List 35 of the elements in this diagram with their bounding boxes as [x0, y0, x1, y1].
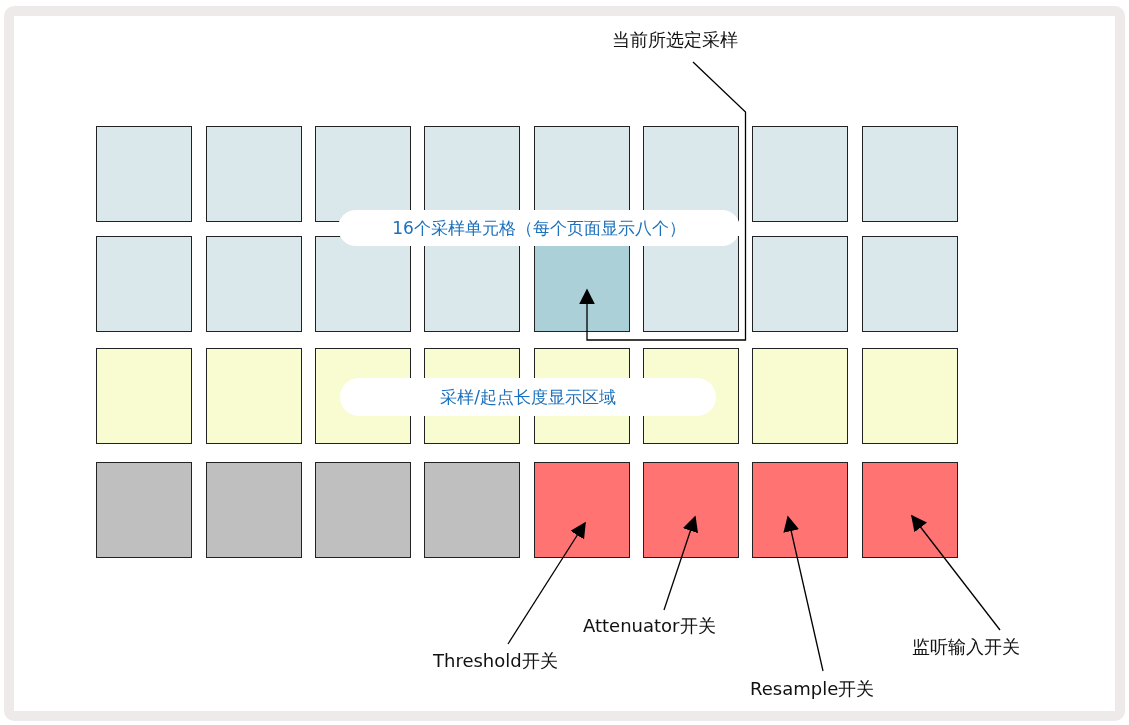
callout-text: 监听输入开关 — [912, 636, 1020, 658]
pad — [643, 236, 739, 332]
arrow — [579, 61, 747, 341]
arrow — [783, 515, 824, 672]
callout-text: 当前所选定采样 — [612, 29, 738, 51]
pad — [315, 126, 411, 222]
pad — [862, 236, 958, 332]
pad — [206, 348, 302, 444]
pad — [752, 236, 848, 332]
pad — [315, 462, 411, 558]
pad — [96, 126, 192, 222]
callout-text: Resample开关 — [750, 678, 875, 700]
pad — [315, 236, 411, 332]
pad — [206, 126, 302, 222]
pad — [96, 236, 192, 332]
region-label-tooltip: 采样/起点长度显示区域 — [340, 378, 716, 416]
callout-text: Attenuator开关 — [583, 615, 716, 637]
pad — [752, 126, 848, 222]
region-label-tooltip: 16个采样单元格（每个页面显示八个） — [338, 210, 740, 246]
pad — [96, 462, 192, 558]
pad — [862, 348, 958, 444]
pad — [643, 462, 739, 558]
pad — [862, 126, 958, 222]
pad — [862, 462, 958, 558]
pad — [752, 462, 848, 558]
pad — [424, 462, 520, 558]
pad — [206, 236, 302, 332]
callout-text: Threshold开关 — [433, 650, 558, 672]
arrow — [911, 514, 1001, 631]
pad — [206, 462, 302, 558]
pad — [534, 462, 630, 558]
pad — [96, 348, 192, 444]
arrow — [663, 515, 699, 611]
pad — [752, 348, 848, 444]
arrow — [507, 521, 586, 645]
